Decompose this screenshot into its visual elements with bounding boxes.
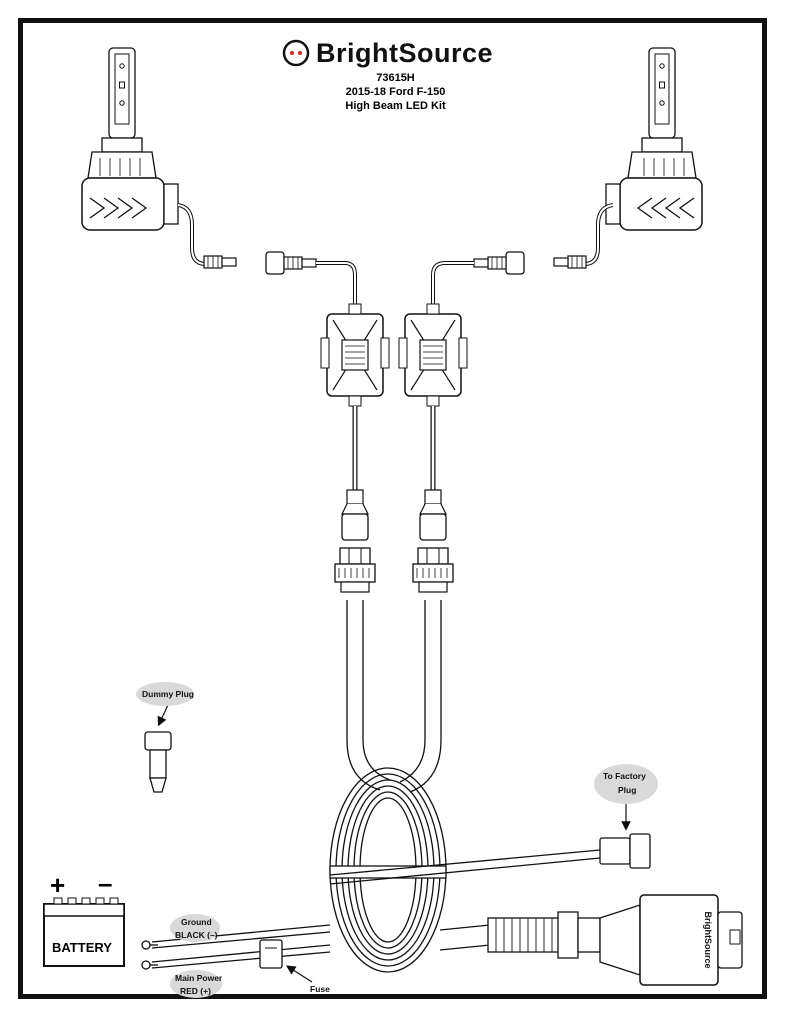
left-harness-connector — [334, 489, 376, 593]
vehicle-model: 2015-18 Ford F-150 — [345, 86, 446, 98]
ring-terminal-ground — [141, 940, 158, 950]
battery-plus-sign: + — [50, 870, 66, 900]
dummy-plug-arrow — [157, 704, 169, 727]
battery-icon — [43, 897, 125, 967]
factory-plug-bubble — [594, 764, 658, 804]
left-bulb-connector — [203, 255, 237, 269]
module-brand-text: BrightSource — [703, 911, 713, 968]
factory-plug-label-line2: Plug — [618, 785, 637, 795]
ring-terminal-power — [141, 960, 158, 970]
left-module-input-plug — [265, 251, 317, 275]
fuse-label: Fuse — [310, 984, 330, 994]
part-number: 73615H — [376, 72, 415, 84]
dummy-plug-label: Dummy Plug — [142, 689, 194, 699]
main-trunk-cable — [439, 924, 491, 951]
harness-cables — [346, 600, 442, 793]
left-decoder-module — [320, 303, 390, 407]
brand-name: BrightSource — [316, 37, 494, 68]
right-bulb-connector — [553, 255, 587, 269]
coiled-harness — [329, 767, 447, 973]
to-factory-plug-connector — [599, 833, 651, 869]
power-relay-module: BrightSource — [599, 894, 743, 986]
dummy-plug — [144, 731, 172, 793]
ground-bubble — [170, 914, 220, 942]
right-decoder-module — [398, 303, 468, 407]
brand-logo-icon — [282, 39, 310, 67]
main-power-label-line1: Main Power — [175, 973, 223, 983]
fuse-arrow — [285, 965, 313, 983]
brand-logo: BrightSource — [282, 36, 493, 70]
main-power-bubble — [170, 970, 222, 998]
right-module-input-plug — [473, 251, 525, 275]
inline-fuse — [259, 939, 283, 969]
kit-name: High Beam LED Kit — [345, 100, 446, 112]
battery-minus-sign: – — [98, 868, 113, 898]
main-power-label-line2: RED (+) — [180, 986, 211, 996]
factory-plug-label-line1: To Factory — [603, 771, 646, 781]
factory-plug-cable — [329, 849, 601, 885]
ground-label-line2: BLACK (–) — [175, 930, 218, 940]
dummy-plug-bubble — [136, 682, 194, 706]
right-harness-connector — [412, 489, 454, 593]
battery-label: BATTERY — [52, 940, 112, 955]
corrugated-sleeve — [487, 911, 601, 959]
ground-label-line1: Ground — [181, 917, 212, 927]
